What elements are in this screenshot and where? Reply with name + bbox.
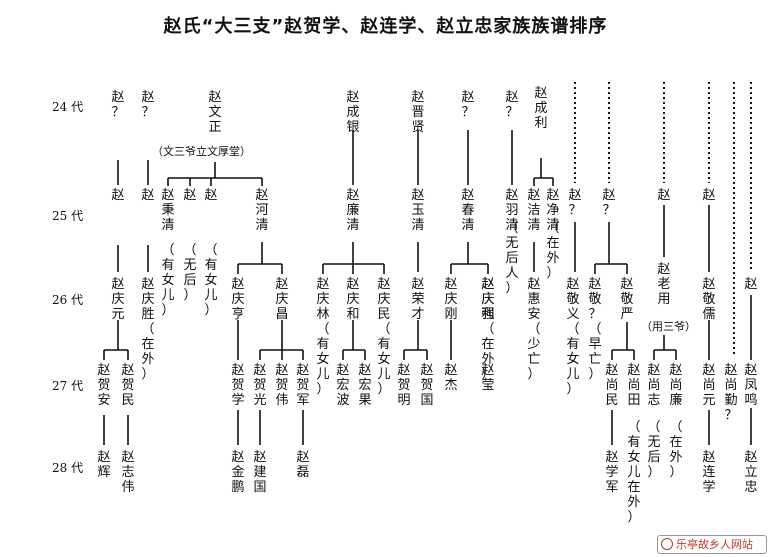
person-g28-2: 赵金鹏: [231, 450, 245, 495]
note-g26-3: （在外）: [481, 322, 495, 382]
note-g26-7: （用三爷）: [641, 320, 696, 333]
person-g27-12: 赵尚民: [605, 363, 619, 408]
person-g27-13: 赵尚田: [627, 363, 641, 408]
person-g25-9: 赵羽清: [505, 188, 519, 233]
person-g24-0: 赵？: [111, 90, 125, 120]
generation-label-26: 26 代: [52, 293, 84, 307]
person-g25-11: 赵净清: [546, 188, 560, 233]
person-g25-12: 赵？: [568, 188, 582, 218]
person-g28-1: 赵志伟: [121, 450, 135, 495]
note-g25-4: （在外）: [546, 221, 560, 281]
person-g26-2: 赵庆亨: [231, 277, 245, 322]
person-g27-3: 赵贺光: [253, 363, 267, 408]
person-g26-9: 赵庆强: [481, 277, 495, 322]
person-g27-16: 赵尚元: [702, 363, 716, 408]
person-g27-0: 赵贺安: [97, 363, 111, 408]
person-g27-5: 赵贺军: [296, 363, 310, 408]
person-g28-4: 赵磊: [296, 450, 310, 480]
branch-note-g24: （文三爷立文厚堂）: [152, 145, 251, 158]
person-g24-4: 赵晋贤: [411, 90, 425, 135]
person-g26-7: 赵荣才: [411, 277, 425, 322]
person-g26-0: 赵庆元: [111, 277, 125, 322]
person-g27-2: 赵贺学: [231, 363, 245, 408]
person-g27-6: 赵宏波: [336, 363, 350, 408]
person-g27-8: 赵贺明: [397, 363, 411, 408]
figure-title: 赵氏“大三支”赵贺学、赵连学、赵立忠家族族谱排序: [163, 16, 608, 37]
person-g25-2: 赵秉清: [161, 188, 175, 233]
person-g25-6: 赵廉清: [346, 188, 360, 233]
person-g26-4: 赵庆林: [316, 277, 330, 322]
note-g27-0: （有女儿在外）: [627, 420, 641, 525]
person-g27-1: 赵贺民: [121, 363, 135, 408]
person-g26-10: 赵庆利: [481, 277, 495, 322]
person-g28-6: 赵连学: [702, 450, 716, 495]
person-g24-5: 赵？: [461, 90, 475, 120]
person-g25-0: 赵: [111, 188, 125, 203]
person-g26-8: 赵庆刚: [444, 277, 458, 322]
person-g26-5: 赵庆和: [346, 277, 360, 322]
site-logo-icon: [661, 538, 673, 550]
note-g25-1: （无后）: [183, 243, 197, 303]
person-g28-7: 赵立忠: [744, 450, 758, 495]
note-g25-0: （有女儿）: [161, 243, 175, 318]
person-g27-15: 赵尚廉: [669, 363, 683, 408]
person-g26-11: 赵惠安: [527, 277, 541, 322]
person-g26-3: 赵庆昌: [275, 277, 289, 322]
person-g27-10: 赵杰: [444, 363, 458, 393]
note-g26-2: （有女儿）: [377, 322, 391, 397]
person-g24-6: 赵？: [505, 90, 519, 120]
person-g25-5: 赵河清: [255, 188, 269, 233]
person-g25-15: 赵: [702, 188, 716, 203]
generation-label-25: 25 代: [52, 209, 84, 223]
person-g27-9: 赵贺国: [420, 363, 434, 408]
generation-label-24: 24 代: [52, 100, 84, 114]
person-g26-17: 赵: [744, 277, 758, 292]
note-g27-2: （在外）: [669, 420, 683, 480]
person-g25-14: 赵: [657, 188, 671, 203]
note-g27-1: （无后）: [647, 420, 661, 480]
person-g25-4: 赵: [204, 188, 218, 203]
person-g27-14: 赵尚志: [647, 363, 661, 408]
note-g26-1: （有女儿）: [316, 322, 330, 397]
person-g28-3: 赵建国: [253, 450, 267, 495]
person-g26-15: 赵老用: [657, 262, 671, 307]
watermark-text: 乐亭故乡人网站: [676, 538, 753, 551]
watermark: 乐亭故乡人网站: [657, 535, 767, 554]
person-g25-13: 赵？: [602, 188, 616, 218]
person-g24-1: 赵？: [141, 90, 155, 120]
person-g25-7: 赵玉清: [411, 188, 425, 233]
person-g27-11: 赵莹: [481, 363, 495, 393]
note-g26-0: （在外）: [141, 322, 155, 382]
generation-label-27: 27 代: [52, 379, 84, 393]
person-g27-7: 赵宏果: [358, 363, 372, 408]
person-g28-5: 赵学军: [605, 450, 619, 495]
person-g24-3: 赵成银: [346, 90, 360, 135]
person-g25-10: 赵洁清: [527, 188, 541, 233]
person-g27-17: 赵尚勤？: [724, 363, 738, 423]
person-g26-16: 赵敬儒: [702, 277, 716, 322]
person-g26-14: 赵敬严: [620, 277, 634, 322]
note-g26-6: （早亡）: [588, 322, 602, 382]
note-g25-2: （有女儿）: [204, 243, 218, 318]
person-g26-12: 赵敬义: [566, 277, 580, 322]
person-g27-18: 赵凤鸣: [744, 363, 758, 408]
person-g26-1: 赵庆胜: [141, 277, 155, 322]
person-g27-4: 赵贺伟: [275, 363, 289, 408]
person-g26-6: 赵庆民: [377, 277, 391, 322]
person-g24-7: 赵成利: [534, 86, 548, 131]
person-g25-1: 赵: [141, 188, 155, 203]
person-g25-3: 赵: [183, 188, 197, 203]
note-g26-5: （有女儿）: [566, 322, 580, 397]
note-g25-3: （无后人）: [505, 221, 519, 296]
person-g24-2: 赵文正: [208, 90, 222, 135]
note-g26-4: （少亡）: [527, 322, 541, 382]
person-g28-0: 赵辉: [97, 450, 111, 480]
person-g26-13: 赵敬？: [588, 277, 602, 322]
person-g25-8: 赵春清: [461, 188, 475, 233]
generation-label-28: 28 代: [52, 461, 84, 475]
